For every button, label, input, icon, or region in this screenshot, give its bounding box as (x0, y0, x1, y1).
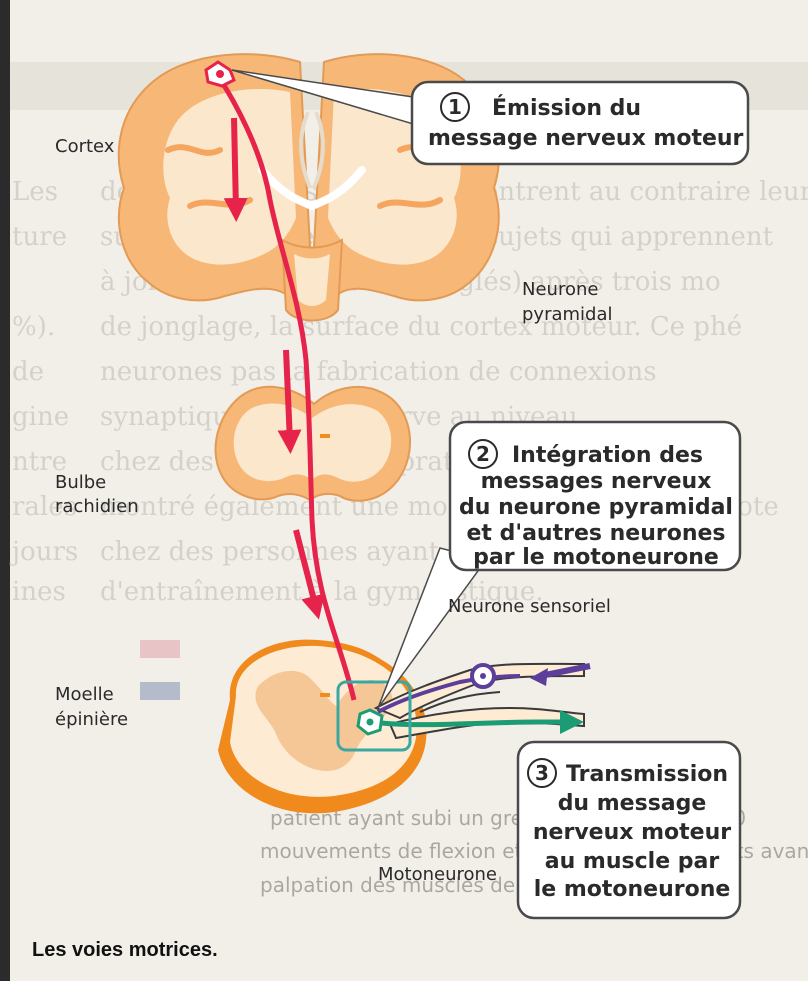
callout-2-number: 2 (476, 442, 490, 466)
callout-2-line-3: du neurone pyramidal (459, 495, 733, 520)
label-bulbe-line-1: Bulbe (55, 472, 106, 493)
descending-arrow-2 (286, 350, 290, 442)
callout-3-line-4: au muscle par (545, 849, 720, 874)
page-edge-shadow (0, 0, 10, 981)
label-bulbe-line-2: rachidien (55, 496, 139, 517)
svg-text:jours: jours (9, 537, 78, 567)
callout-3-line-3: nerveux moteur (533, 820, 731, 845)
label-cortex: Cortex (55, 136, 115, 157)
label-sensory-neuron: Neurone sensoriel (448, 596, 611, 617)
label-motoneurone: Motoneurone (378, 864, 497, 885)
callout-2-line-1: Intégration des (512, 443, 703, 468)
callout-2-line-5: par le motoneurone (473, 545, 719, 570)
callout-3-line-2: du message (558, 791, 707, 816)
svg-text:ture: ture (12, 222, 67, 252)
svg-text:de: de (12, 357, 44, 387)
callout-3: 3 Transmission du message nerveux moteur… (518, 742, 740, 918)
svg-text:Les: Les (12, 177, 58, 207)
callout-1-line-2: message nerveux moteur (428, 126, 744, 151)
callout-1-line-1: Émission du (492, 95, 641, 121)
label-moelle-line-2: épinière (55, 709, 128, 730)
callout-2-line-4: et d'autres neurones (466, 521, 725, 546)
callout-3-number: 3 (535, 761, 549, 785)
callout-3-line-5: le motoneurone (534, 877, 731, 902)
svg-text:neurones pas la fabrication de: neurones pas la fabrication de connexion… (100, 357, 657, 387)
label-pyramidal-line-1: Neurone (522, 279, 598, 300)
svg-text:gine: gine (12, 402, 69, 432)
callout-1-number: 1 (448, 95, 462, 119)
svg-text:%).: %). (12, 312, 55, 342)
callout-2-line-2: messages nerveux (481, 469, 712, 494)
figure-caption: Les voies motrices. (32, 939, 218, 961)
callout-3-line-1: Transmission (566, 762, 728, 787)
svg-text:ines: ines (12, 577, 66, 607)
label-pyramidal-line-2: pyramidal (522, 304, 613, 325)
descending-arrow-1 (234, 118, 236, 210)
label-moelle-line-1: Moelle (55, 684, 114, 705)
svg-text:de jonglage, la surface du cor: de jonglage, la surface du cortex moteur… (100, 312, 742, 342)
